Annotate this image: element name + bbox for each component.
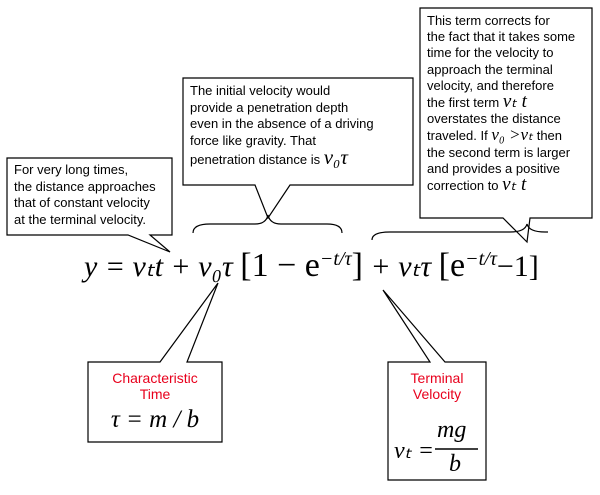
callout-right-line-3: time for the velocity to [427, 45, 554, 61]
equation-part-3: + vₜτ [370, 250, 432, 283]
callout-middle: The initial velocity would provide a pen… [190, 83, 412, 169]
terminal-box: Terminal Velocity [388, 370, 486, 402]
equation-exponent-2: −t/τ [465, 248, 497, 270]
v0-gt-vt-symbol: v₀ >vₜ [491, 125, 534, 145]
terminal-box-shape [382, 289, 487, 481]
callout-right-shape [419, 7, 593, 244]
callout-right-line-6-text: the first term [427, 95, 500, 111]
equation-part-1: y = vₜt + v₀τ [84, 250, 233, 283]
callout-right-line-8-text: traveled. If [427, 128, 488, 144]
callout-left-shape [6, 157, 173, 253]
callout-left-line-3: that of constant velocity [14, 195, 150, 210]
terminal-formula-lhs: vₜ = [394, 438, 434, 464]
vt-t-symbol: vₜ t [502, 91, 527, 113]
callout-right-line-1: This term corrects for [427, 13, 550, 28]
terminal-label-1: Terminal [410, 370, 464, 386]
callout-middle-line-5-text: penetration distance is [190, 152, 321, 167]
callout-middle-line-5: penetration distance is v₀τ [190, 147, 412, 169]
vt-t-symbol-2: vₜ t [502, 174, 527, 196]
v0-tau-symbol: v₀τ [323, 145, 348, 169]
callout-left-line-2: the distance approaches [14, 178, 156, 194]
callout-right-line-7: overstates the distance [427, 111, 561, 127]
main-equation: y = vₜt + v₀τ [1 − e−t/τ] + vₜτ [e−t/τ−1… [84, 247, 539, 285]
terminal-denominator: b [449, 451, 461, 477]
callout-right-line-8: traveled. If v₀ >vₜ then [427, 125, 592, 145]
callout-right-line-11-text: correction to [427, 178, 499, 194]
equation-exponent-1: −t/τ [319, 248, 352, 270]
callout-right: This term corrects for the fact that it … [427, 13, 592, 194]
callout-middle-line-1: The initial velocity would [190, 83, 331, 98]
callout-right-line-4: approach the terminal [427, 61, 553, 77]
callout-right-line-8-suffix: then [536, 128, 563, 144]
char-time-label-2: Time [139, 386, 171, 402]
callout-middle-line-2: provide a penetration depth [190, 99, 349, 115]
callout-right-line-5: velocity, and therefore [427, 77, 554, 93]
brace-right [371, 223, 548, 241]
terminal-label-2: Velocity [412, 386, 462, 402]
callout-right-line-9: the second term is larger [427, 144, 571, 160]
callout-right-line-11: correction to vₜ t [427, 174, 592, 196]
char-time-box: Characteristic Time τ = m / b [88, 370, 222, 434]
char-time-formula: τ = m / b [110, 406, 200, 433]
callout-left: For very long times, the distance approa… [14, 162, 172, 228]
terminal-numerator: mg [437, 417, 467, 443]
equation-bracket-1-close: ] [351, 247, 363, 284]
callout-left-line-4: at the terminal velocity. [14, 211, 146, 227]
char-time-box-shape [87, 282, 223, 443]
callout-middle-line-3: even in the absence of a driving [190, 116, 374, 131]
callout-right-line-10: and provides a positive [427, 160, 560, 176]
callout-middle-shape [182, 77, 414, 220]
equation-bracket-2-open: [e [438, 247, 466, 284]
callout-right-line-2: the fact that it takes some [427, 29, 576, 45]
callout-right-line-6: the first term vₜ t [427, 91, 592, 113]
callout-left-line-1: For very long times, [14, 162, 129, 177]
equation-bracket-2-close: −1] [496, 250, 539, 283]
callout-middle-line-4: force like gravity. That [190, 132, 316, 148]
brace-middle [192, 214, 343, 234]
char-time-label-1: Characteristic [112, 370, 198, 386]
equation-bracket-1-open: [1 − e [240, 247, 320, 284]
